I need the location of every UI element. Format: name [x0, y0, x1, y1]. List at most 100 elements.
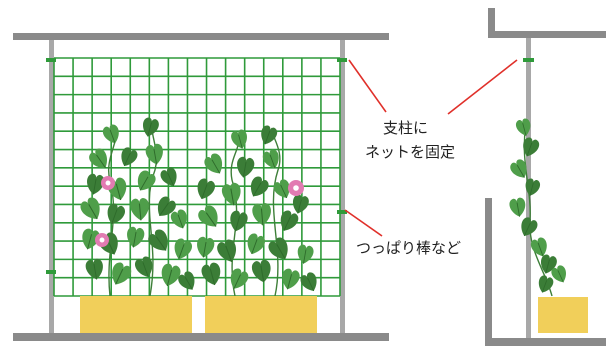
leaf: [530, 237, 547, 257]
leaf-vein: [276, 244, 286, 260]
leaf: [204, 153, 223, 174]
leaf-blade: [102, 124, 119, 144]
leaf-blade: [273, 179, 290, 198]
leaf-vein: [516, 202, 520, 217]
leaf-vein: [159, 202, 169, 217]
leaf: [221, 182, 241, 206]
leaf: [85, 258, 103, 280]
leaf-vein: [260, 208, 264, 226]
net-tie: [337, 58, 347, 62]
leaf-blade: [82, 228, 100, 250]
leaf-blade: [551, 265, 566, 283]
planter-box-side: [538, 297, 588, 333]
leaf-vein: [205, 212, 217, 227]
leaf-vein: [537, 242, 544, 257]
leaf-blade: [121, 147, 138, 166]
leaf: [525, 178, 541, 196]
leaf: [268, 237, 288, 260]
net-tie: [46, 58, 56, 62]
vine-stem: [271, 127, 281, 297]
leaf-blade: [221, 182, 241, 206]
leaf-blade: [297, 244, 314, 264]
leaf-blade: [230, 268, 249, 289]
leaf-vein: [516, 165, 525, 178]
leaf-vein: [92, 179, 97, 195]
leaf-vein: [93, 264, 98, 280]
leaf: [112, 262, 132, 285]
leaf-vein: [297, 199, 302, 214]
leaf-blade: [282, 268, 300, 290]
leaf-blade: [178, 271, 195, 290]
leaf-vein: [269, 154, 276, 169]
leaf-blade: [230, 210, 248, 232]
leaf-vein: [541, 280, 548, 293]
leaf: [247, 233, 265, 255]
net-tie: [337, 210, 347, 214]
leaf-vein: [87, 234, 93, 250]
leader-line-tension: [344, 209, 383, 237]
net-tie: [523, 58, 534, 62]
leaf: [230, 210, 248, 232]
leaf-blade: [170, 209, 187, 229]
leaf: [145, 143, 163, 165]
leaf-blade: [293, 194, 309, 214]
leaf: [252, 203, 271, 226]
flower-center: [293, 185, 299, 191]
leaf-blade: [80, 197, 100, 220]
leaf-vein: [557, 270, 564, 283]
leaf: [217, 239, 237, 262]
leaf-vein: [303, 249, 307, 264]
leaf: [201, 262, 221, 286]
left-pole: [49, 40, 54, 333]
leaf-vein: [260, 265, 265, 283]
leaf: [174, 238, 192, 260]
leaf-vein: [522, 123, 527, 136]
leaf: [137, 170, 156, 191]
label-tension-pole: つっぱり棒など: [356, 239, 462, 257]
leaf: [251, 259, 271, 283]
leaf: [250, 176, 269, 197]
leaf-vein: [142, 262, 149, 278]
leaf-vein: [202, 242, 207, 258]
leaf-blade: [87, 173, 105, 195]
leaf-vein: [529, 183, 534, 196]
leaf: [523, 137, 540, 157]
leaf-blade: [143, 117, 159, 137]
leaf: [515, 118, 531, 136]
leaf-blade: [217, 239, 237, 262]
leaf-blade: [161, 263, 181, 287]
leaf-vein: [139, 176, 149, 191]
leaf-blade: [127, 226, 145, 248]
leaf-blade: [262, 149, 279, 169]
leaf: [135, 256, 153, 278]
leaf: [80, 197, 100, 220]
side-view-frame: [485, 8, 606, 346]
leaf: [262, 149, 279, 169]
leaf: [107, 203, 125, 225]
leaf: [273, 179, 290, 199]
leaf-blade: [174, 238, 192, 260]
flower-center: [105, 180, 111, 186]
leaf-blade: [538, 275, 554, 293]
planter-box-right: [205, 296, 317, 333]
leaf-blade: [251, 259, 271, 283]
leaf: [280, 210, 299, 231]
leaf: [82, 228, 100, 250]
leaf: [297, 244, 314, 264]
leaf-vein: [545, 259, 550, 274]
leaf-vein: [211, 159, 221, 174]
leaf-blade: [280, 210, 299, 231]
leaf: [509, 197, 526, 217]
morning-glory-vine-side: [509, 118, 566, 297]
leaf-vein: [132, 232, 137, 248]
leaf: [300, 272, 317, 292]
leaf-blade: [107, 203, 125, 225]
leaf-vein: [233, 274, 241, 289]
leaf-blade: [261, 125, 278, 145]
leaf-vein: [123, 152, 131, 167]
leaf-vein: [252, 182, 262, 197]
leaf: [87, 173, 105, 195]
leaf-vein: [177, 214, 184, 229]
leaf: [160, 167, 177, 187]
leaf: [198, 205, 218, 227]
